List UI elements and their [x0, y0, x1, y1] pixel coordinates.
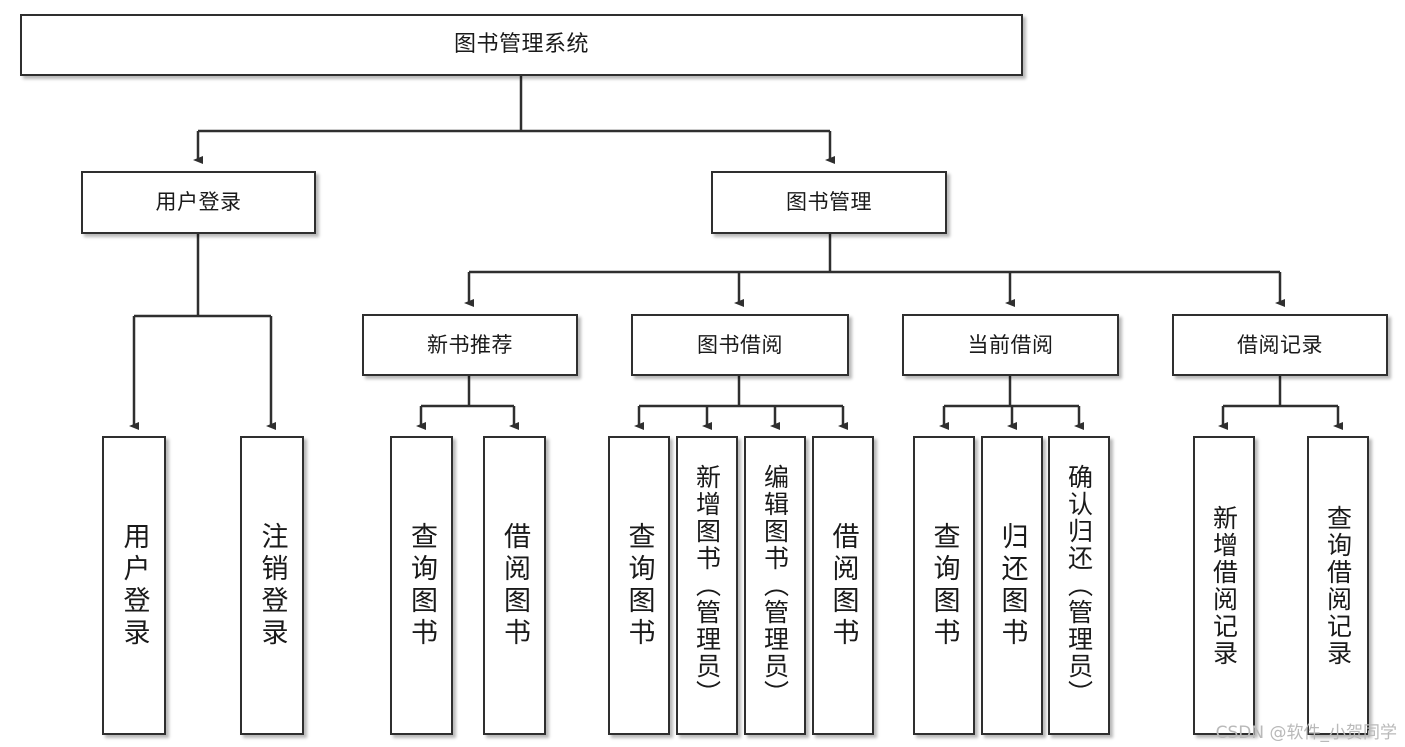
- node-book-management[interactable]: 图书管理: [711, 171, 947, 234]
- node-label: 查询图书: [406, 521, 437, 650]
- node-user-login[interactable]: 用户登录: [81, 171, 316, 234]
- leaf-borrow-record-add[interactable]: 新增借阅记录: [1193, 436, 1255, 735]
- node-label: 确认归还（管理员）: [1064, 464, 1094, 707]
- leaf-user-login-logout[interactable]: 注销登录: [240, 436, 304, 735]
- node-label: 图书管理: [786, 190, 872, 215]
- node-label: 图书借阅: [697, 332, 783, 357]
- node-root-book-management-system[interactable]: 图书管理系统: [20, 14, 1023, 76]
- leaf-current-borrow-return[interactable]: 归还图书: [981, 436, 1043, 735]
- node-label: 图书管理系统: [453, 32, 589, 58]
- leaf-book-borrow-borrow[interactable]: 借阅图书: [812, 436, 874, 735]
- node-label: 用户登录: [118, 521, 150, 650]
- node-label: 借阅图书: [827, 521, 859, 650]
- leaf-book-borrow-query[interactable]: 查询图书: [608, 436, 670, 735]
- node-label: 用户登录: [155, 190, 242, 215]
- node-label: 新书推荐: [427, 332, 513, 357]
- node-borrow-record[interactable]: 借阅记录: [1172, 314, 1388, 376]
- leaf-current-borrow-query[interactable]: 查询图书: [913, 436, 975, 735]
- node-label: 查询图书: [623, 521, 655, 650]
- node-label: 借阅记录: [1237, 332, 1323, 357]
- node-book-borrow[interactable]: 图书借阅: [631, 314, 849, 376]
- node-label: 注销登录: [256, 521, 288, 650]
- csdn-watermark: CSDN @软件_小贺同学: [1215, 723, 1397, 743]
- leaf-new-book-borrow[interactable]: 借阅图书: [483, 436, 546, 735]
- leaf-new-book-query[interactable]: 查询图书: [390, 436, 453, 735]
- leaf-borrow-record-query[interactable]: 查询借阅记录: [1307, 436, 1369, 735]
- node-new-book-recommend[interactable]: 新书推荐: [362, 314, 578, 376]
- leaf-current-borrow-confirm-return[interactable]: 确认归还（管理员）: [1048, 436, 1110, 735]
- node-label: 查询图书: [928, 521, 960, 650]
- node-label: 查询借阅记录: [1323, 504, 1353, 667]
- node-label: 新增借阅记录: [1209, 504, 1239, 667]
- node-label: 新增图书（管理员）: [692, 464, 722, 707]
- node-label: 借阅图书: [499, 521, 530, 650]
- node-label: 归还图书: [996, 521, 1028, 650]
- node-label: 编辑图书（管理员）: [760, 464, 790, 707]
- node-label: 当前借阅: [967, 332, 1054, 357]
- leaf-user-login-login[interactable]: 用户登录: [102, 436, 166, 735]
- leaf-book-borrow-edit[interactable]: 编辑图书（管理员）: [744, 436, 806, 735]
- leaf-book-borrow-add[interactable]: 新增图书（管理员）: [676, 436, 738, 735]
- node-current-borrow[interactable]: 当前借阅: [902, 314, 1119, 376]
